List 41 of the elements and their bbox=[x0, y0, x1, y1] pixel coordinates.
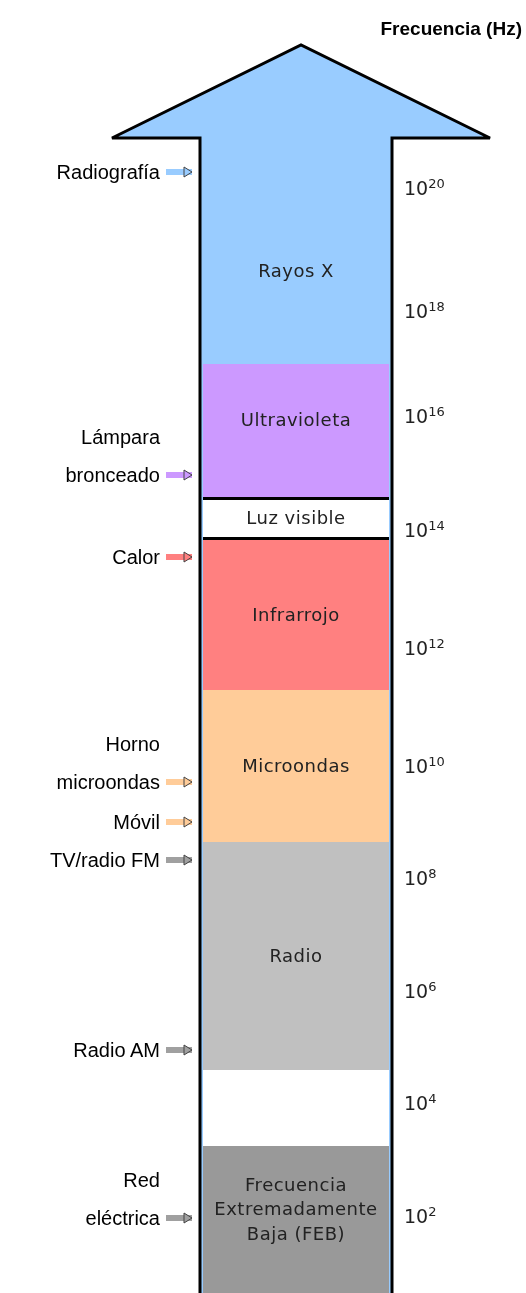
arrow bbox=[166, 776, 193, 788]
arrow bbox=[166, 854, 193, 866]
tick-label: 10$^{16}$ bbox=[404, 404, 445, 428]
spectrum-band bbox=[203, 497, 389, 540]
arrow bbox=[166, 1044, 193, 1056]
spectrum-band bbox=[203, 1146, 389, 1293]
band-label: Radio bbox=[269, 943, 323, 968]
spectrum-band bbox=[203, 690, 389, 842]
tick-label: 10$^{2}$ bbox=[404, 1204, 437, 1228]
spectrum-band bbox=[203, 1070, 389, 1146]
arrow bbox=[166, 469, 193, 481]
tick-label: 10$^{14}$ bbox=[404, 518, 445, 542]
application-label: Calor bbox=[112, 538, 160, 576]
band-label: Luz visible bbox=[246, 506, 346, 531]
tick-label: 10$^{12}$ bbox=[404, 636, 445, 660]
spectrum-band bbox=[203, 540, 389, 690]
tick-label: 10$^{8}$ bbox=[404, 866, 437, 890]
application-label: Lámpara bronceado bbox=[30, 418, 160, 494]
tick-label: 10$^{6}$ bbox=[404, 979, 437, 1003]
arrow bbox=[166, 551, 193, 563]
arrow bbox=[166, 1212, 193, 1224]
spectrum-band bbox=[203, 364, 389, 497]
band-label: Infrarrojo bbox=[252, 602, 340, 627]
band-label: Frecuencia Extremadamente Baja (FEB) bbox=[213, 1173, 379, 1246]
application-label: Móvil bbox=[113, 803, 160, 841]
arrow bbox=[166, 166, 193, 178]
band-label: Rayos X bbox=[258, 258, 334, 283]
spectrum-band bbox=[203, 842, 389, 1070]
application-label: Horno microondas bbox=[35, 725, 160, 801]
application-label: Radio AM bbox=[73, 1031, 160, 1069]
application-label: Red eléctrica bbox=[50, 1161, 160, 1237]
application-label: TV/radio FM bbox=[49, 841, 160, 879]
application-label: Radiografía bbox=[56, 153, 160, 191]
band-label: Microondas bbox=[242, 753, 350, 778]
axis-title: Frecuencia (Hz) bbox=[380, 18, 522, 40]
band-label: Ultravioleta bbox=[240, 408, 352, 433]
tick-label: 10$^{20}$ bbox=[404, 176, 445, 200]
tick-label: 10$^{18}$ bbox=[404, 299, 445, 323]
arrow bbox=[166, 816, 193, 828]
tick-label: 10$^{10}$ bbox=[404, 754, 445, 778]
tick-label: 10$^{4}$ bbox=[404, 1091, 437, 1115]
